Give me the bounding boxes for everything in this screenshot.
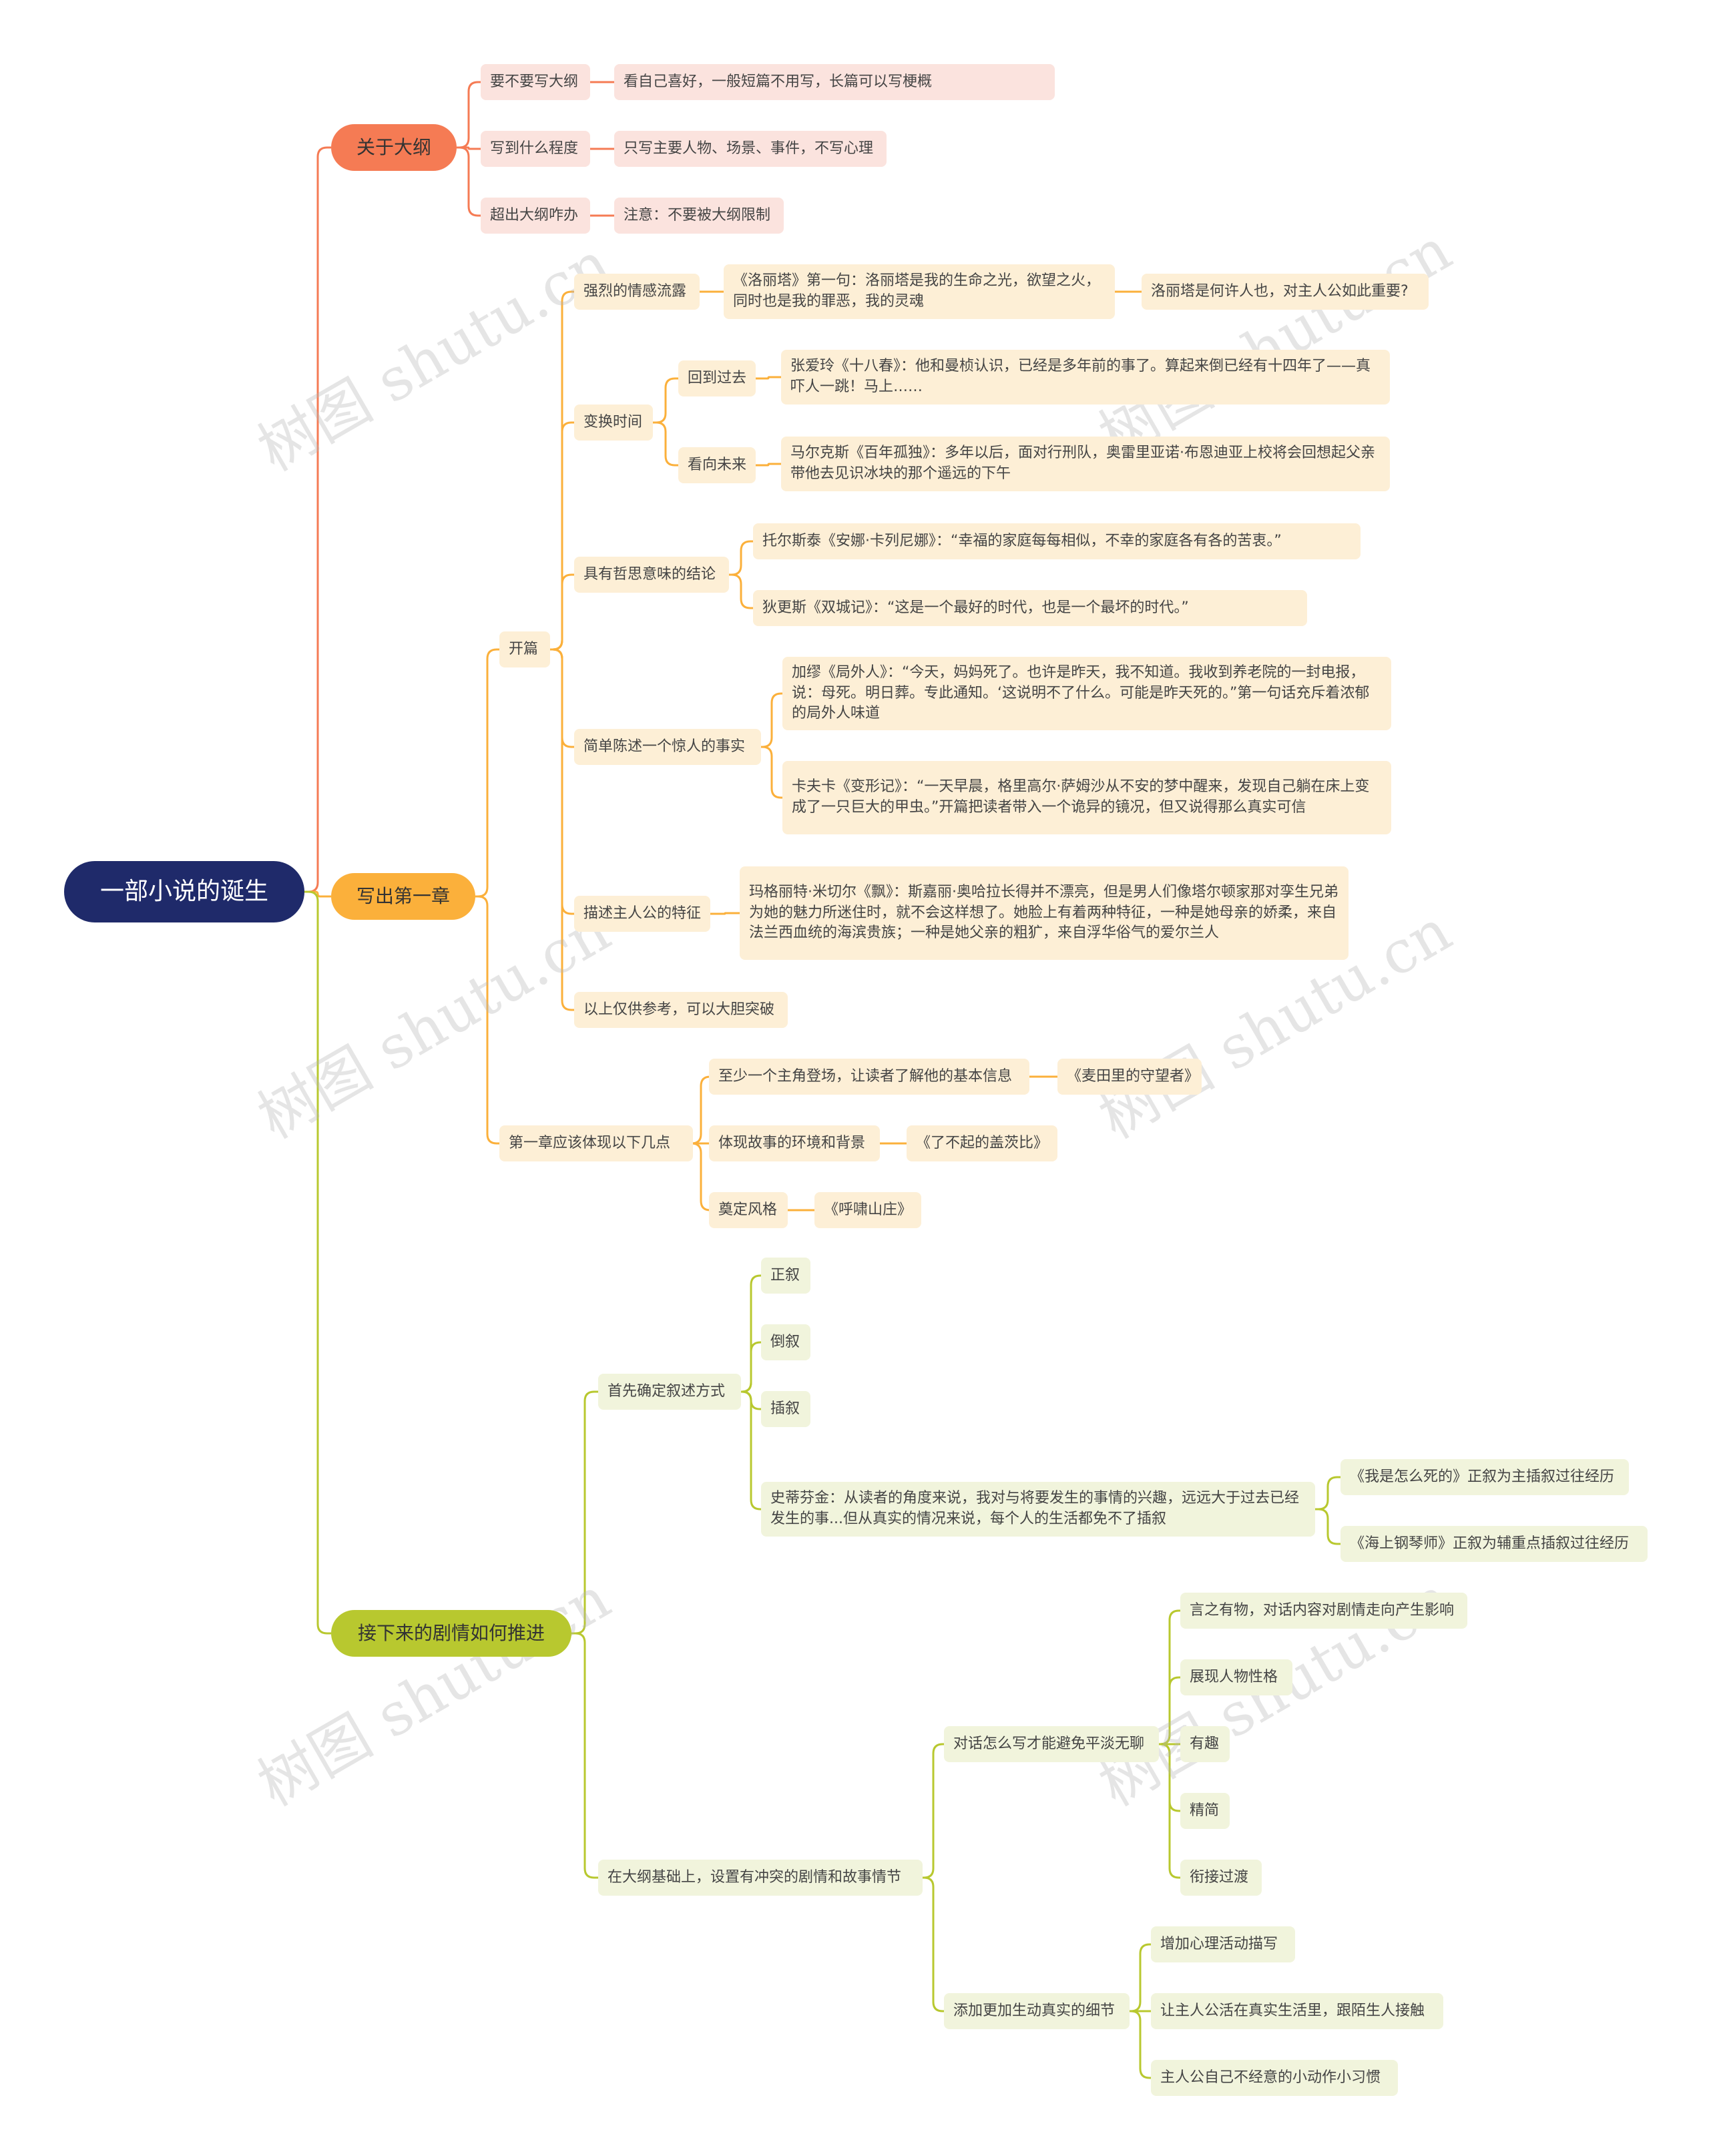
tip[interactable]: 主人公自己不经意的小动作小习惯 — [1151, 2060, 1398, 2096]
tip[interactable]: 有趣 — [1180, 1726, 1230, 1762]
tip[interactable]: 衔接过渡 — [1180, 1860, 1262, 1896]
connector-line — [756, 463, 781, 467]
connector-line — [741, 1341, 761, 1393]
subtopic[interactable]: 变换时间 — [574, 405, 653, 441]
subtopic[interactable]: 强烈的情感流露 — [574, 274, 700, 310]
subtopic[interactable]: 回到过去 — [678, 360, 756, 396]
connector-line — [475, 895, 499, 1145]
subtopic-opening[interactable]: 开篇 — [499, 631, 550, 667]
connector-line — [691, 1142, 711, 1211]
subtopic[interactable]: 体现故事的环境和背景 — [709, 1125, 880, 1161]
tip[interactable]: 精简 — [1180, 1793, 1230, 1829]
leaf-note[interactable]: 只写主要人物、场景、事件，不写心理 — [614, 131, 887, 167]
connector-line — [1130, 1943, 1151, 2012]
connector-line — [923, 1876, 944, 2012]
example-quote[interactable]: 玛格丽特·米切尔《飘》：斯嘉丽·奥哈拉长得并不漂亮，但是男人们像塔尔顿家那对孪生… — [740, 866, 1349, 960]
leaf-note[interactable]: 洛丽塔是何许人也，对主人公如此重要? — [1142, 274, 1429, 310]
subtopic[interactable]: 写到什么程度 — [481, 131, 590, 167]
subtopic[interactable]: 添加更加生动真实的细节 — [944, 1993, 1130, 2029]
book-title[interactable]: 《呼啸山庄》 — [814, 1192, 921, 1228]
connector-line — [923, 1743, 944, 1879]
subtopic[interactable]: 看向未来 — [678, 447, 756, 483]
subtopic[interactable]: 至少一个主角登场，让读者了解他的基本信息 — [709, 1059, 1029, 1095]
subtopic[interactable]: 以上仅供参考，可以大胆突破 — [574, 992, 788, 1028]
connector-line — [1159, 1743, 1180, 1879]
topic-first-chapter[interactable]: 写出第一章 — [331, 873, 475, 920]
example-quote[interactable]: 加缪《局外人》：“今天，妈妈死了。也许是昨天，我不知道。我收到养老院的一封电报，… — [782, 657, 1391, 730]
connector-line — [304, 890, 331, 898]
connector-line — [1315, 1508, 1340, 1545]
connector-line — [761, 692, 782, 748]
connector-line — [1130, 2010, 1151, 2079]
connector-line — [653, 421, 678, 467]
connector-line — [729, 540, 753, 576]
book-title[interactable]: 《麦田里的守望者》 — [1057, 1059, 1202, 1095]
connector-line — [550, 573, 574, 651]
subtopic[interactable]: 简单陈述一个惊人的事实 — [574, 729, 761, 765]
connector-line — [304, 146, 331, 893]
subtopic[interactable]: 在大纲基础上，设置有冲突的剧情和故事情节 — [598, 1860, 923, 1896]
subtopic[interactable]: 正叙 — [761, 1258, 810, 1294]
leaf-note[interactable]: 注意：不要被大纲限制 — [614, 198, 784, 234]
connector-line — [1159, 1676, 1180, 1745]
example-quote[interactable]: 卡夫卡《变形记》：“一天早晨，格里高尔·萨姆沙从不安的梦中醒来，发现自己躺在床上… — [782, 761, 1391, 834]
subtopic[interactable]: 插叙 — [761, 1391, 810, 1427]
subtopic[interactable]: 倒叙 — [761, 1324, 810, 1360]
connector-line — [756, 376, 781, 380]
subtopic[interactable]: 超出大纲咋办 — [481, 198, 590, 234]
connector-line — [741, 1390, 761, 1511]
subtopic[interactable]: 首先确定叙述方式 — [598, 1374, 741, 1410]
tip[interactable]: 增加心理活动描写 — [1151, 1926, 1295, 1962]
connector-line — [475, 648, 499, 898]
connector-line — [710, 912, 740, 915]
connector-line — [653, 377, 678, 424]
subtopic[interactable]: 对话怎么写才能避免平淡无聊 — [944, 1726, 1159, 1762]
topic-plot-progression[interactable]: 接下来的剧情如何推进 — [331, 1610, 571, 1657]
connector-line — [457, 81, 481, 149]
book-example[interactable]: 《我是怎么死的》正叙为主插叙过往经历 — [1340, 1459, 1629, 1495]
book-example[interactable]: 《海上钢琴师》正叙为辅重点插叙过往经历 — [1340, 1526, 1648, 1562]
subtopic[interactable]: 描述主人公的特征 — [574, 896, 710, 932]
subtopic[interactable]: 要不要写大纲 — [481, 64, 590, 100]
example-quote[interactable]: 史蒂芬金：从读者的角度来说，我对与将要发生的事情的兴趣，远远大于过去已经发生的事… — [761, 1482, 1315, 1537]
example-quote[interactable]: 马尔克斯《百年孤独》：多年以后，面对行刑队，奥雷里亚诺·布恩迪亚上校将会回想起父… — [781, 437, 1390, 491]
example-quote[interactable]: 狄更斯《双城记》：“这是一个最好的时代，也是一个最坏的时代。” — [753, 590, 1307, 626]
book-title[interactable]: 《了不起的盖茨比》 — [907, 1125, 1057, 1161]
example-quote[interactable]: 张爱玲《十八春》：他和曼桢认识，已经是多年前的事了。算起来倒已经有十四年了——真… — [781, 350, 1390, 405]
subtopic[interactable]: 具有哲思意味的结论 — [574, 557, 729, 593]
connector-line — [457, 146, 481, 217]
tip[interactable]: 展现人物性格 — [1180, 1659, 1292, 1695]
connector-line — [571, 1390, 598, 1635]
subtopic[interactable]: 奠定风格 — [709, 1192, 788, 1228]
connector-line — [571, 1632, 598, 1879]
connector-line — [729, 573, 753, 609]
connector-line — [550, 648, 574, 1011]
example-quote[interactable]: 托尔斯泰《安娜·卡列尼娜》：“幸福的家庭每每相似，不幸的家庭各有各的苦衷。” — [753, 523, 1361, 559]
tip[interactable]: 言之有物，对话内容对剧情走向产生影响 — [1180, 1593, 1467, 1629]
connector-line — [1315, 1476, 1340, 1511]
tip[interactable]: 让主人公活在真实生活里，跟陌生人接触 — [1151, 1993, 1443, 2029]
connector-line — [761, 746, 782, 799]
connector-line — [691, 1075, 711, 1145]
example-quote[interactable]: 《洛丽塔》第一句：洛丽塔是我的生命之光，欲望之火，同时也是我的罪恶，我的灵魂 — [724, 264, 1115, 319]
connector-line — [304, 890, 331, 1635]
subtopic[interactable]: 第一章应该体现以下几点 — [499, 1125, 693, 1161]
connector-line — [457, 146, 481, 150]
leaf-note[interactable]: 看自己喜好，一般短篇不用写，长篇可以写梗概 — [614, 64, 1055, 100]
root-topic[interactable]: 一部小说的诞生 — [64, 861, 304, 922]
topic-outline[interactable]: 关于大纲 — [331, 124, 457, 171]
